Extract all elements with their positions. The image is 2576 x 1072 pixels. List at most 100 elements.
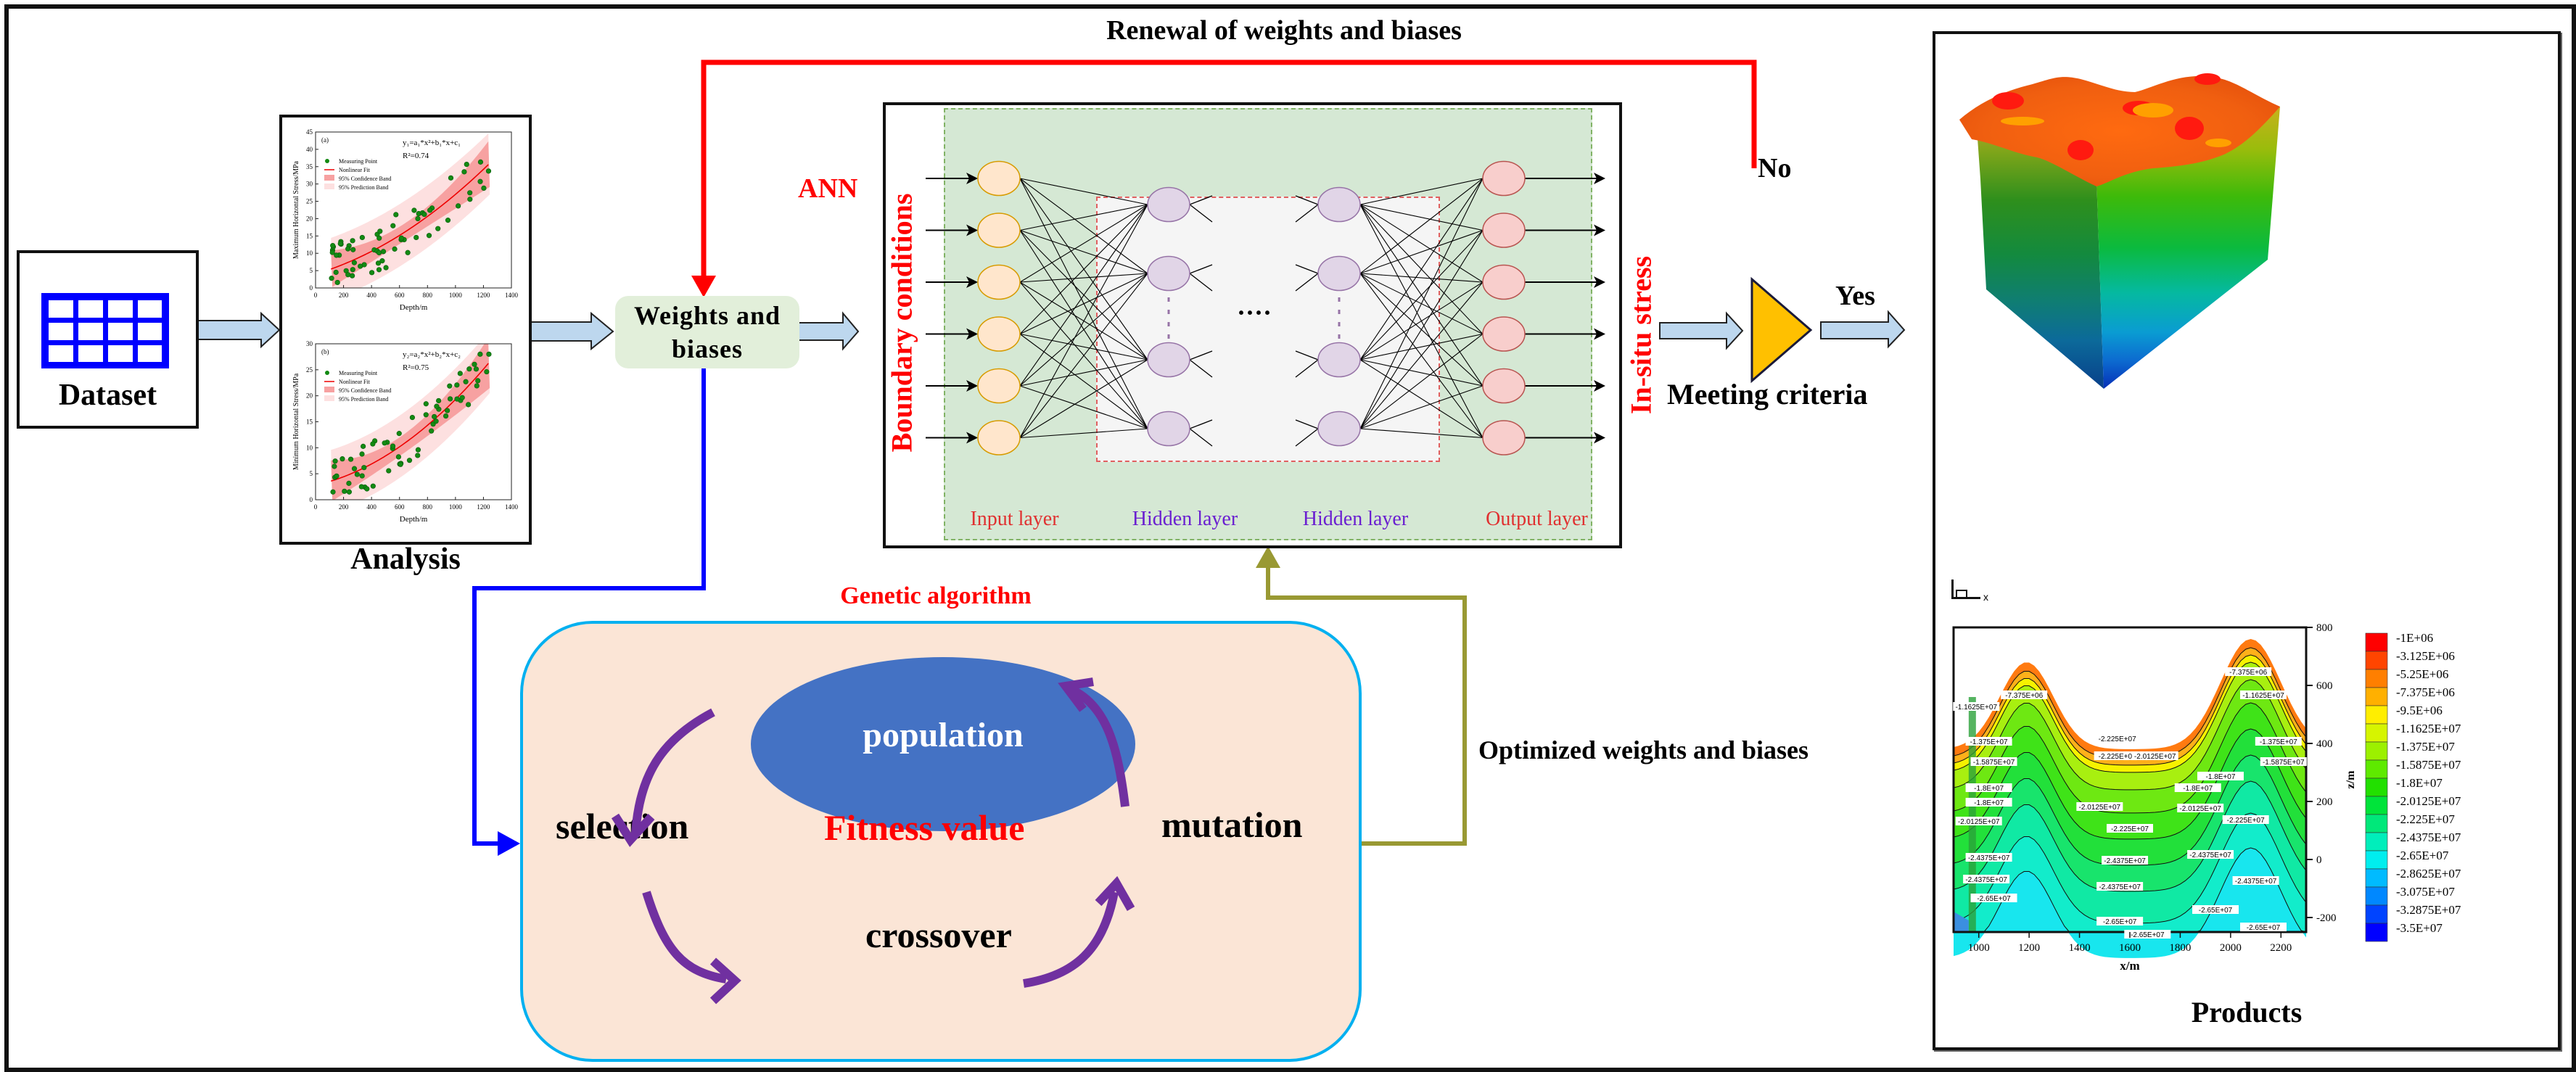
svg-text:-2.4375E+07: -2.4375E+07 xyxy=(1968,854,2010,862)
y-tick-label: 0 xyxy=(2316,854,2322,866)
vertical-ellipsis-dot xyxy=(1167,310,1170,314)
flow-arrow-ann-to-decision xyxy=(1659,311,1744,350)
hidden-node xyxy=(1147,186,1190,223)
vertical-ellipsis-dot xyxy=(1338,322,1341,326)
legend-swatch xyxy=(2365,850,2388,870)
weight-connection xyxy=(1019,273,1148,387)
measuring-point xyxy=(390,223,396,228)
contour-value-label: -1.8E+07 xyxy=(2174,783,2221,793)
measuring-point xyxy=(342,488,347,494)
top-orange-patch xyxy=(2205,139,2231,147)
stress-contour-map: -7.375E+06-1.1625E+07-7.375E+06-1.1625E+… xyxy=(1952,622,2461,973)
measuring-point xyxy=(361,443,366,449)
layer-label-output: Output layer xyxy=(1486,508,1588,530)
y-tick-label: 10 xyxy=(306,250,313,257)
decision-no-label: No xyxy=(1758,153,1792,184)
contour-value-label: -2.4375E+07 xyxy=(1963,875,2010,884)
svg-text:-7.375E+06: -7.375E+06 xyxy=(2005,692,2043,700)
legend-swatch xyxy=(2365,814,2388,833)
svg-text:-1.1625E+07: -1.1625E+07 xyxy=(1955,704,1997,712)
x-tick-label: 400 xyxy=(366,503,376,511)
contour-value-label: -1.8E+07 xyxy=(1965,783,2012,793)
legend-swatch xyxy=(2365,759,2388,779)
optimized-weights-label: Optimized weights and biases xyxy=(1478,735,1809,764)
legend-label: -5.25E+06 xyxy=(2396,667,2448,681)
nonlinear-fit-line xyxy=(330,164,489,270)
weight-connection xyxy=(1359,273,1484,283)
legend-swatch xyxy=(2365,651,2388,670)
svg-text:-2.4375E+07: -2.4375E+07 xyxy=(2235,878,2277,886)
population-label: population xyxy=(863,716,1024,754)
flow-arrow-analysis-to-weights xyxy=(527,311,614,351)
measuring-point xyxy=(445,408,450,413)
measuring-point xyxy=(329,276,334,281)
mutation-label: mutation xyxy=(1161,804,1303,845)
y-tick-label: 30 xyxy=(306,181,313,188)
y-tick-label: 15 xyxy=(306,419,313,426)
contour-line xyxy=(1953,754,2307,866)
measuring-point xyxy=(485,168,492,174)
contour-value-label: -1.5875E+07 xyxy=(2260,757,2307,767)
measuring-point xyxy=(350,238,355,244)
measuring-point xyxy=(434,403,440,409)
contour-value-label: -2.65E+07 xyxy=(2124,930,2171,939)
top-orange-patch xyxy=(2133,103,2173,117)
weight-connection xyxy=(1359,204,1484,231)
partial-connection xyxy=(1295,273,1319,292)
hidden-node xyxy=(1147,411,1190,447)
weights-label-line2: biases xyxy=(671,334,744,363)
legend-swatch xyxy=(2365,723,2388,743)
contour-value-label: -1.8E+07 xyxy=(2197,772,2244,781)
measuring-point xyxy=(386,468,392,474)
measuring-point xyxy=(433,419,439,424)
output-node xyxy=(1482,213,1526,248)
top-red-patch xyxy=(1992,92,2024,110)
measuring-point xyxy=(427,207,433,213)
measuring-point xyxy=(464,161,469,168)
measuring-point xyxy=(398,235,405,241)
measuring-point xyxy=(337,241,343,247)
legend-prediction-icon xyxy=(324,395,334,401)
ga-title: Genetic algorithm xyxy=(840,582,1032,609)
measuring-point xyxy=(473,366,480,372)
svg-text:-2.65E+07: -2.65E+07 xyxy=(2199,907,2233,915)
arrow-population-to-selection xyxy=(631,708,715,835)
output-node xyxy=(1482,160,1526,197)
vertical-ellipsis-dot xyxy=(1338,310,1341,314)
legend-swatch xyxy=(2365,868,2388,888)
measuring-point xyxy=(474,383,480,389)
input-node xyxy=(977,264,1021,300)
measuring-point xyxy=(351,466,358,471)
measuring-point xyxy=(415,447,421,453)
x-axis-label: x/m xyxy=(2120,959,2139,973)
measuring-point xyxy=(411,207,417,213)
measuring-point xyxy=(345,246,351,252)
products-box: x -7.375E+06-1.1625E+07-7.375E+06-1.1625… xyxy=(1933,31,2561,1050)
svg-text:-2.225E+07: -2.225E+07 xyxy=(2111,825,2149,833)
weight-connection xyxy=(1019,178,1148,205)
confidence-band xyxy=(331,344,490,500)
svg-text:-2.65E+07: -2.65E+07 xyxy=(2131,931,2165,939)
hidden-node xyxy=(1317,255,1361,292)
contour-value-label: -1.375E+07 xyxy=(2255,737,2302,746)
y-tick-label: 15 xyxy=(306,232,313,239)
measuring-point xyxy=(393,212,399,218)
measuring-point xyxy=(354,471,360,477)
weight-connection xyxy=(1359,178,1484,205)
svg-text:-1.5875E+07: -1.5875E+07 xyxy=(1973,759,2015,767)
hidden-node xyxy=(1317,411,1361,447)
measuring-point xyxy=(486,351,492,357)
contour-value-label: -1.8E+07 xyxy=(1965,798,2012,807)
flow-arrow-decision-to-products xyxy=(1820,310,1906,349)
contour-value-label: -1.5875E+07 xyxy=(1970,757,2017,767)
measuring-point xyxy=(350,267,355,273)
measuring-point xyxy=(429,428,435,434)
y-axis-label: Minimum Horizontal Stress/MPa xyxy=(292,373,300,470)
boundary-conditions-label: Boundary conditions xyxy=(885,193,918,453)
legend-swatch xyxy=(2365,832,2388,852)
measuring-point xyxy=(383,265,389,271)
measuring-point xyxy=(379,258,385,264)
contour-value-label: -2.225E+07 xyxy=(2222,815,2269,825)
weight-connection xyxy=(1019,229,1148,274)
legend-swatch xyxy=(2365,632,2388,652)
